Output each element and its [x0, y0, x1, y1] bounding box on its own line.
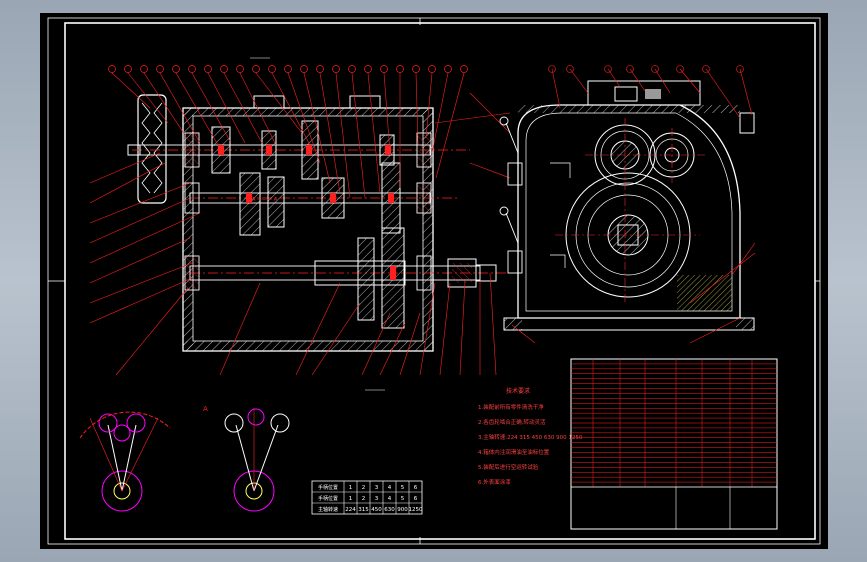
speed-table-cell: 224 [345, 507, 356, 513]
speed-table-cell: 6 [414, 496, 418, 502]
cad-viewport[interactable]: A ——— A [40, 13, 828, 549]
balloon-markers [108, 65, 468, 73]
svg-text:A ——— A: A ——— A [252, 197, 278, 203]
speed-table-cell: 4 [388, 496, 392, 502]
speed-table-cell: 2 [362, 485, 366, 491]
speed-table-cell: 3 [375, 485, 379, 491]
speed-table-cell: 1250 [409, 507, 423, 513]
speed-table-cell: 手柄位置 [318, 495, 338, 502]
speed-table-frame [311, 480, 423, 515]
notes-title: 技术要求 [506, 388, 531, 395]
speed-table-cell: 4 [388, 485, 392, 491]
section-view-label: A [203, 405, 208, 413]
technical-notes: 1.装配前所有零件清洗干净 2.各齿轮啮合正确,转动灵活 3.主轴转速:224 … [478, 397, 608, 495]
speed-table-cell: 2 [362, 496, 366, 502]
note-line: 5.装配后进行空运转试验 [478, 464, 539, 471]
speed-table-cell: 630 [384, 507, 395, 513]
speed-table-cell: 6 [414, 485, 418, 491]
gearbox-side-view [499, 80, 755, 331]
lever-position-diagrams [79, 408, 290, 512]
speed-table-cell: 主轴转速 [318, 506, 338, 513]
speed-table-cell: 1 [349, 485, 353, 491]
speed-table-cell: 5 [401, 496, 405, 502]
speed-table-cell: 1 [349, 496, 353, 502]
parts-list-title-block [570, 358, 778, 530]
gearbox-section-view: A ——— A [127, 94, 510, 352]
speed-table-cell: 3 [375, 496, 379, 502]
note-line: 4.箱体内注润滑油至油标位置 [478, 449, 550, 456]
note-line: 2.各齿轮啮合正确,转动灵活 [478, 419, 546, 426]
note-line: 6.外表面涂漆 [478, 479, 511, 486]
note-line: 1.装配前所有零件清洗干净 [478, 404, 544, 411]
speed-table-cell: 900 [397, 507, 408, 513]
drawing-sheet: A ——— A [47, 17, 821, 545]
note-line: 3.主轴转速:224 315 450 630 900 1250 [478, 434, 583, 441]
speed-table-cell: 手柄位置 [318, 484, 338, 491]
speed-table-cell: 450 [371, 507, 382, 513]
side-view-leaders [511, 65, 756, 344]
speed-table-cell: 5 [401, 485, 405, 491]
speed-table-cell: 315 [358, 507, 369, 513]
gearbox-leaders [89, 72, 511, 376]
